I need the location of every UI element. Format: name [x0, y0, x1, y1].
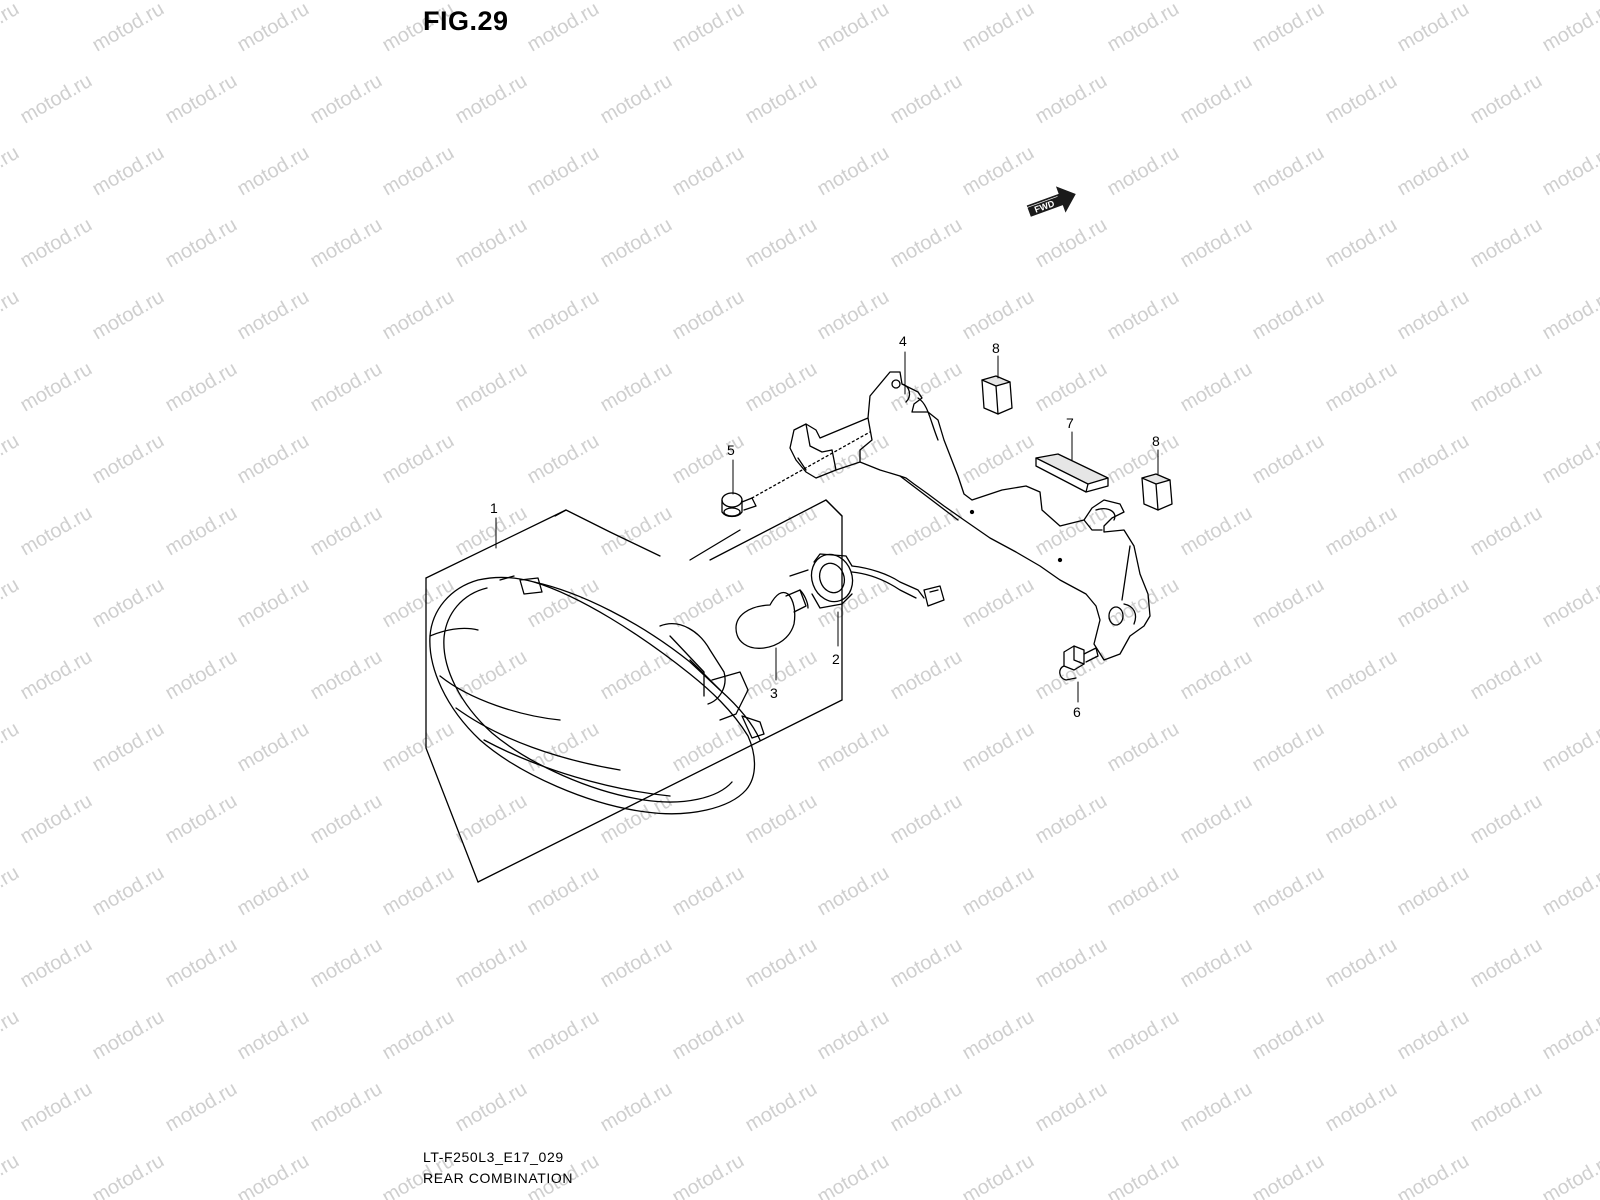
- callout-3: 3: [770, 685, 778, 701]
- leader-lines: [495, 351, 1159, 703]
- bulb: [735, 589, 809, 649]
- cushion-pad: [1035, 453, 1109, 493]
- callout-6: 6: [1073, 704, 1081, 720]
- callout-5: 5: [727, 442, 735, 458]
- callout-8-upper: 8: [992, 340, 1000, 356]
- small-pad-upper: [981, 375, 1013, 415]
- grommet: [721, 492, 757, 518]
- callout-2: 2: [832, 651, 840, 667]
- figure-title: FIG.29: [423, 6, 509, 36]
- callout-4: 4: [899, 333, 907, 349]
- bolt: [1059, 645, 1099, 681]
- forward-arrow-icon: FWD: [1025, 186, 1076, 217]
- callout-7: 7: [1066, 415, 1074, 431]
- bracket: [789, 371, 1151, 661]
- model-code-label: LT-F250L3_E17_029: [423, 1149, 564, 1165]
- callout-8-lower: 8: [1152, 433, 1160, 449]
- figure-caption: REAR COMBINATION: [423, 1170, 574, 1186]
- assembly-frame: [425, 499, 843, 883]
- callout-1: 1: [490, 500, 498, 516]
- bulb-socket: [789, 553, 945, 609]
- mounting-line: [751, 431, 871, 499]
- tail-lamp-assembly: [429, 575, 765, 815]
- small-pad-lower: [1141, 473, 1173, 511]
- forward-arrow-label: FWD: [1033, 198, 1056, 215]
